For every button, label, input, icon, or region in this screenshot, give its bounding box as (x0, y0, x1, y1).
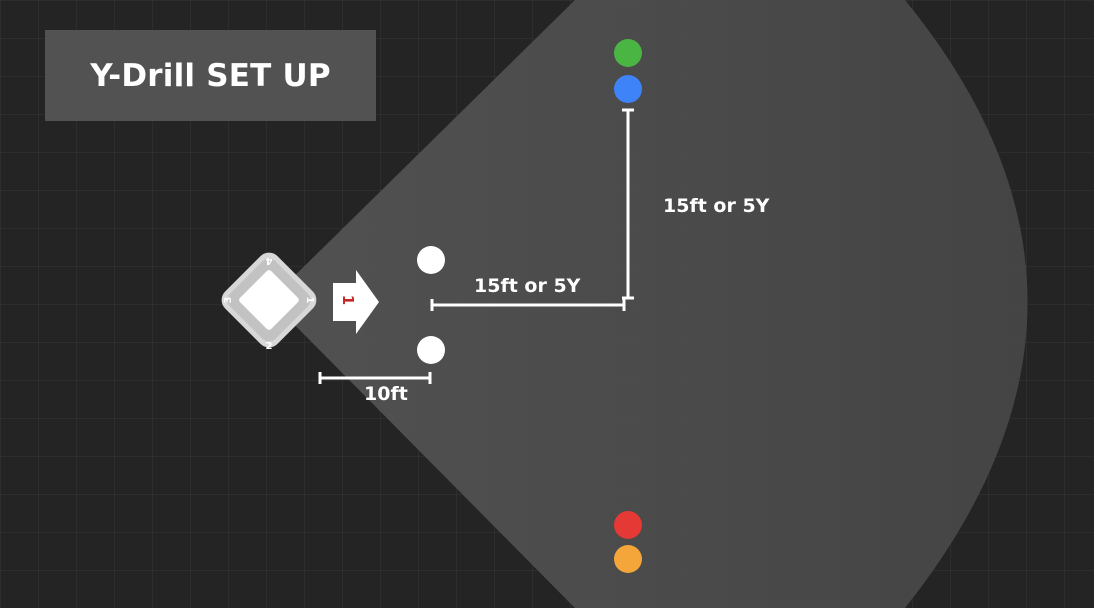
base-number-3: 3 (223, 296, 234, 303)
cone-bottom (417, 336, 445, 364)
player-red (614, 511, 642, 539)
base-number-4: 4 (265, 255, 272, 266)
page-title: Y-Drill SET UP (90, 57, 331, 94)
player-orange (614, 545, 642, 573)
base-icon: 1 2 3 4 (221, 252, 317, 352)
measure-line-horizontal (430, 299, 626, 311)
direction-arrow: 1 (333, 270, 379, 334)
arrow-label: 1 (339, 295, 357, 305)
field-area (270, 0, 1028, 608)
player-blue (614, 75, 642, 103)
cone-top (417, 246, 445, 274)
label-vertical-distance: 15ft or 5Y (663, 195, 770, 217)
measure-line-vertical (622, 108, 634, 300)
base-number-1: 1 (304, 297, 315, 304)
measure-line-short (318, 372, 432, 384)
base-number-2: 2 (266, 341, 273, 352)
label-short-distance: 10ft (364, 383, 408, 405)
title-box: Y-Drill SET UP (45, 30, 376, 121)
player-green (614, 39, 642, 67)
label-horizontal-distance: 15ft or 5Y (474, 275, 581, 297)
